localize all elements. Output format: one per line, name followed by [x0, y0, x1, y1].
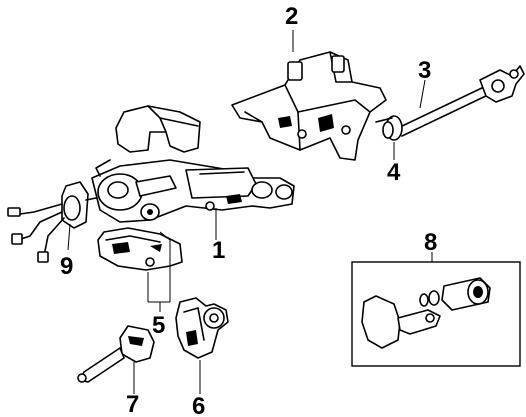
callout-9: 9 — [60, 253, 73, 280]
steering-column-assembly — [91, 159, 295, 223]
callout-6: 6 — [192, 393, 205, 417]
callout-labels: 1 2 3 4 5 6 7 8 9 — [60, 3, 437, 417]
callout-3: 3 — [418, 57, 431, 84]
callout-7: 7 — [126, 391, 139, 417]
leader-lines — [67, 30, 433, 394]
ignition-switch — [175, 297, 229, 359]
column-support-bracket — [231, 51, 387, 161]
callout-4: 4 — [387, 159, 401, 186]
callout-5: 5 — [152, 312, 165, 339]
callout-8: 8 — [424, 229, 437, 256]
column-bearing — [375, 115, 403, 141]
clockspring-bracket — [7, 181, 97, 263]
callout-1: 1 — [212, 237, 225, 264]
lock-cylinder-kit — [351, 261, 521, 367]
multifunction-switch — [77, 325, 155, 383]
intermediate-shaft — [397, 65, 525, 137]
lower-shroud — [97, 227, 183, 271]
upper-shroud — [115, 105, 201, 153]
inset-box — [351, 261, 521, 367]
callout-2: 2 — [285, 3, 298, 30]
